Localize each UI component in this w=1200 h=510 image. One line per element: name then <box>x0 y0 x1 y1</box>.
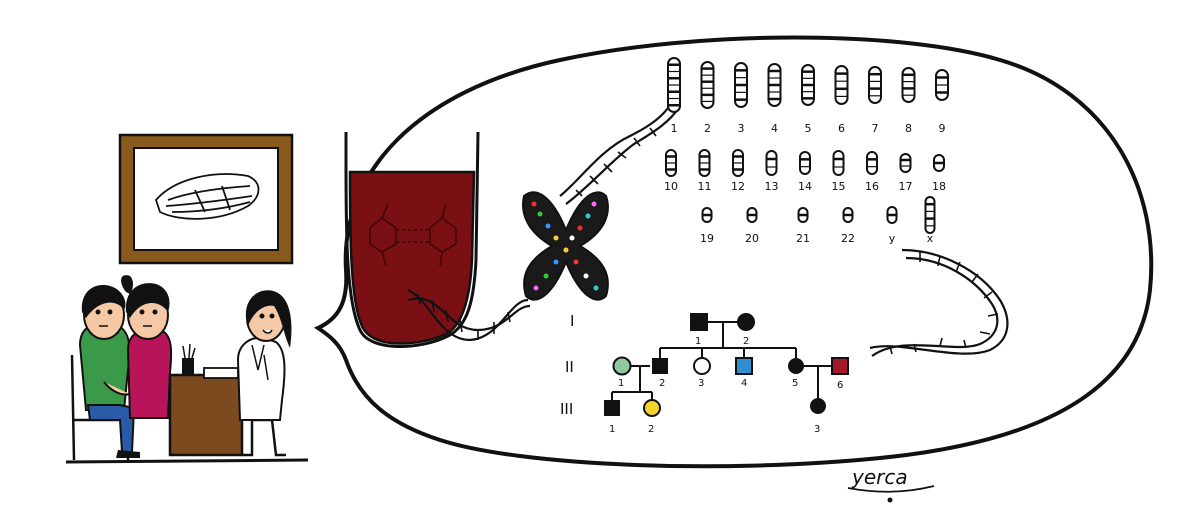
chromosome-15 <box>832 150 845 176</box>
patient-person-2 <box>121 275 173 419</box>
chromosome-label-15: 15 <box>832 180 846 193</box>
chromosome-16 <box>866 151 878 175</box>
chromosome-label-13: 13 <box>765 180 779 193</box>
pedigree-label-III-2: 2 <box>648 424 654 435</box>
chromosome-label-12: 12 <box>731 180 745 193</box>
chromosome-label-22: 22 <box>841 232 855 245</box>
consultation-scene <box>65 133 309 464</box>
pedigree-label-I-1: 1 <box>695 336 701 347</box>
dna-helix-icon <box>407 101 1009 357</box>
generation-label-1: I <box>570 312 574 330</box>
pedigree-label-II-4: 4 <box>741 378 747 389</box>
chromosome-17 <box>899 153 912 173</box>
pedigree-label-II-6: 6 <box>837 380 843 391</box>
chromosome-label-5: 5 <box>805 122 812 135</box>
pedigree-label-II-2: 2 <box>659 378 665 389</box>
chromosome-x <box>924 196 936 234</box>
pedigree-label-III-3: 3 <box>814 424 820 435</box>
pedigree-lines <box>611 321 840 400</box>
pedigree-female-I-2 <box>737 313 755 331</box>
chromosome-13 <box>765 150 778 176</box>
test-tube <box>344 131 480 349</box>
speech-bubble <box>313 35 1154 469</box>
pedigree-label-II-5: 5 <box>792 378 798 389</box>
pedigree-male-II-4 <box>735 357 753 375</box>
chromosome-6 <box>834 65 849 105</box>
pedigree-male-I-1 <box>690 313 708 331</box>
pedigree-chart: I II III 1 2 1 2 3 4 5 <box>560 312 849 435</box>
pedigree-female-III-2 <box>643 399 661 417</box>
chromosome-label-9: 9 <box>939 122 946 135</box>
karyotype-row-1: 1 2 3 4 5 6 7 8 9 <box>667 57 949 135</box>
pedigree-female-II-5 <box>788 358 804 374</box>
pedigree-female-II-1 <box>612 356 632 376</box>
chromosome-label-x: x <box>927 232 934 245</box>
chromosome-icon <box>522 191 609 301</box>
pedigree-label-III-1: 1 <box>609 424 615 435</box>
chromosome-2 <box>700 61 715 109</box>
pedigree-label-II-1: 1 <box>618 378 624 389</box>
chromosome-label-2: 2 <box>704 122 711 135</box>
pedigree-male-II-6 <box>831 357 849 375</box>
chromosome-label-19: 19 <box>700 232 714 245</box>
karyotype-row-3: 19 20 21 22 y x <box>700 196 936 245</box>
pedigree-female-III-3 <box>810 398 826 414</box>
desk <box>168 343 244 457</box>
chromosome-label-4: 4 <box>771 122 778 135</box>
generation-label-3: III <box>560 400 573 418</box>
chromosome-label-8: 8 <box>905 122 912 135</box>
chromosome-label-7: 7 <box>872 122 879 135</box>
molecule-sketch <box>369 203 457 267</box>
patient-person-1 <box>78 285 140 458</box>
generation-label-2: II <box>565 358 574 376</box>
chromosome-label-18: 18 <box>932 180 946 193</box>
chromosome-label-6: 6 <box>838 122 845 135</box>
chromosome-label-14: 14 <box>798 180 812 193</box>
fly-wing-icon <box>154 173 260 220</box>
chromosome-label-20: 20 <box>745 232 759 245</box>
signature-text: yerca <box>851 465 908 489</box>
chromosome-dots <box>531 201 599 291</box>
chromosome-label-1: 1 <box>671 122 678 135</box>
pedigree-label-I-2: 2 <box>743 336 749 347</box>
chromosome-label-10: 10 <box>664 180 678 193</box>
pedigree-male-III-1 <box>604 400 620 416</box>
chromosome-label-3: 3 <box>738 122 745 135</box>
doctor <box>236 290 292 457</box>
chromosome-label-21: 21 <box>796 232 810 245</box>
pedigree-male-II-2 <box>652 358 668 374</box>
chromosome-label-16: 16 <box>865 180 879 193</box>
chromosome-14 <box>799 151 811 175</box>
chromosome-7 <box>868 66 882 104</box>
chromosome-label-11: 11 <box>698 180 712 193</box>
artist-signature: yerca <box>847 465 935 503</box>
chromosome-label-17: 17 <box>899 180 913 193</box>
karyotype-row-2: 10 11 12 13 14 15 16 17 18 <box>664 149 946 193</box>
chromosome-8 <box>901 67 916 103</box>
wall-picture <box>118 133 294 265</box>
pedigree-label-II-3: 3 <box>698 378 704 389</box>
chromosome-label-y: y <box>889 232 896 245</box>
pedigree-female-II-3 <box>693 357 711 375</box>
pen-holder-icon <box>182 343 196 376</box>
